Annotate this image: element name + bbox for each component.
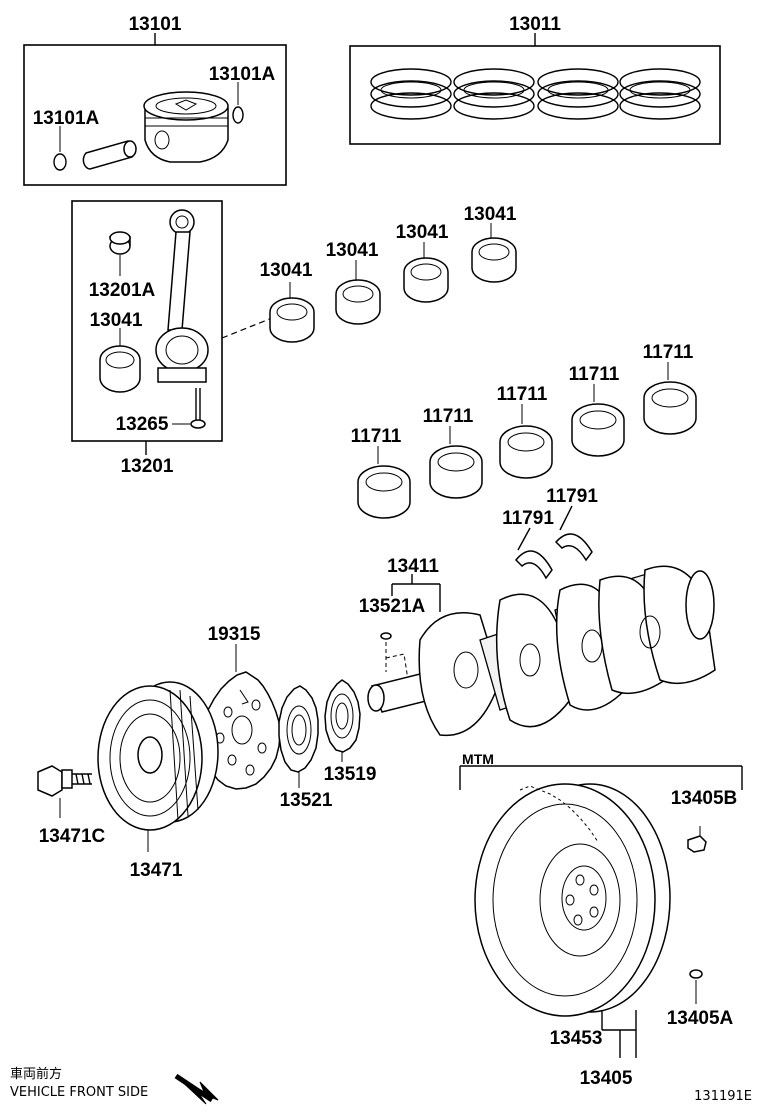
ring-set-group	[349, 33, 721, 145]
label-bearing-2: 13041	[326, 240, 379, 261]
label-main-bearing-5: 11711	[643, 342, 694, 363]
conrod-leader-dashed	[221, 317, 273, 339]
label-bearing-3: 13041	[396, 222, 449, 243]
label-flywheel-bolt: 13405B	[671, 788, 738, 809]
conrod-bearings	[269, 223, 517, 343]
conrod-bearing-in-box	[99, 345, 141, 393]
thrust-washers	[514, 505, 593, 580]
piston-set-box	[23, 44, 287, 186]
thrust-washer-2	[554, 533, 593, 562]
label-bearing-1: 13041	[260, 260, 313, 281]
label-main-bearing-2: 11711	[423, 406, 474, 427]
timing-rotor	[201, 644, 281, 790]
connecting-rod	[155, 209, 209, 383]
piston-pin	[82, 140, 137, 170]
ring-set-box	[349, 45, 721, 145]
ring-stack-4	[619, 68, 701, 120]
label-crank-sprocket: 13519	[324, 764, 377, 785]
label-piston-set: 13101	[129, 14, 182, 35]
conrod-bushing	[109, 231, 131, 255]
label-conrod-assy: 13201	[121, 456, 174, 477]
flywheel	[474, 783, 671, 1017]
label-flywheel-pin: 13405A	[667, 1008, 734, 1029]
mtm-group	[459, 765, 743, 1058]
label-crank-gear: 13521	[280, 790, 333, 811]
conrod-bearing-4	[471, 223, 517, 283]
label-main-bearing-4: 11711	[569, 364, 620, 385]
footer-jp-text: 車両前方	[10, 1066, 62, 1082]
main-bearing-4	[571, 384, 625, 457]
flywheel-dowel-pin	[689, 969, 703, 1004]
label-crankshaft: 13411	[387, 556, 439, 577]
label-conrod-bolt: 13265	[116, 414, 169, 435]
label-ring-set: 13011	[509, 14, 561, 35]
flywheel-bolt	[687, 826, 707, 853]
conrod-box	[71, 200, 223, 442]
thrust-washer-1	[514, 550, 553, 580]
label-snap-ring-left: 13101A	[33, 108, 100, 129]
snap-ring-left	[53, 153, 67, 171]
label-main-bearing-1: 11711	[351, 426, 402, 447]
crankshaft-group	[367, 565, 716, 737]
piston-set-group	[23, 33, 287, 186]
conrod-bolt	[190, 388, 206, 429]
label-thrust-washer-2: 11791	[546, 486, 598, 507]
ring-stack-1	[370, 68, 452, 120]
label-pulley-bolt: 13471C	[39, 826, 106, 847]
label-ring-gear: 13453	[550, 1028, 603, 1049]
snap-ring-right	[232, 106, 244, 124]
crank-pulley	[97, 681, 219, 852]
main-bearing-3	[499, 404, 553, 479]
crank-key	[380, 632, 392, 640]
label-timing-rotor: 19315	[208, 624, 261, 645]
crankshaft	[418, 565, 716, 737]
label-conrod-bearing-box: 13041	[90, 310, 143, 331]
pulley-bolt	[37, 765, 92, 818]
main-bearing-5	[643, 362, 697, 435]
crank-gear	[278, 685, 319, 788]
piston	[143, 91, 229, 163]
main-bearing-2	[429, 426, 483, 499]
label-thrust-washer-1: 11791	[502, 508, 554, 529]
label-pulley: 13471	[130, 860, 183, 881]
conrod-bearing-1	[269, 282, 315, 343]
diagram-code: 131191E	[694, 1089, 752, 1104]
label-flywheel: 13405	[580, 1068, 633, 1089]
main-bearings	[357, 362, 697, 519]
ring-stack-3	[537, 68, 619, 120]
main-bearing-1	[357, 446, 411, 519]
label-mtm: MTM	[462, 751, 494, 767]
vehicle-front-arrow-icon	[174, 1073, 219, 1105]
crank-sprocket	[324, 679, 361, 762]
label-crank-key: 13521A	[359, 596, 426, 617]
conrod-bearing-2	[335, 260, 381, 325]
label-bearing-4: 13041	[464, 204, 517, 225]
label-conrod-bushing: 13201A	[89, 280, 156, 301]
footer-en-text: VEHICLE FRONT SIDE	[10, 1085, 148, 1100]
label-snap-ring-right: 13101A	[209, 64, 276, 85]
label-main-bearing-3: 11711	[497, 384, 548, 405]
conrod-bearing-3	[403, 242, 449, 303]
ring-stack-2	[453, 68, 535, 120]
conrod-group	[71, 200, 223, 455]
